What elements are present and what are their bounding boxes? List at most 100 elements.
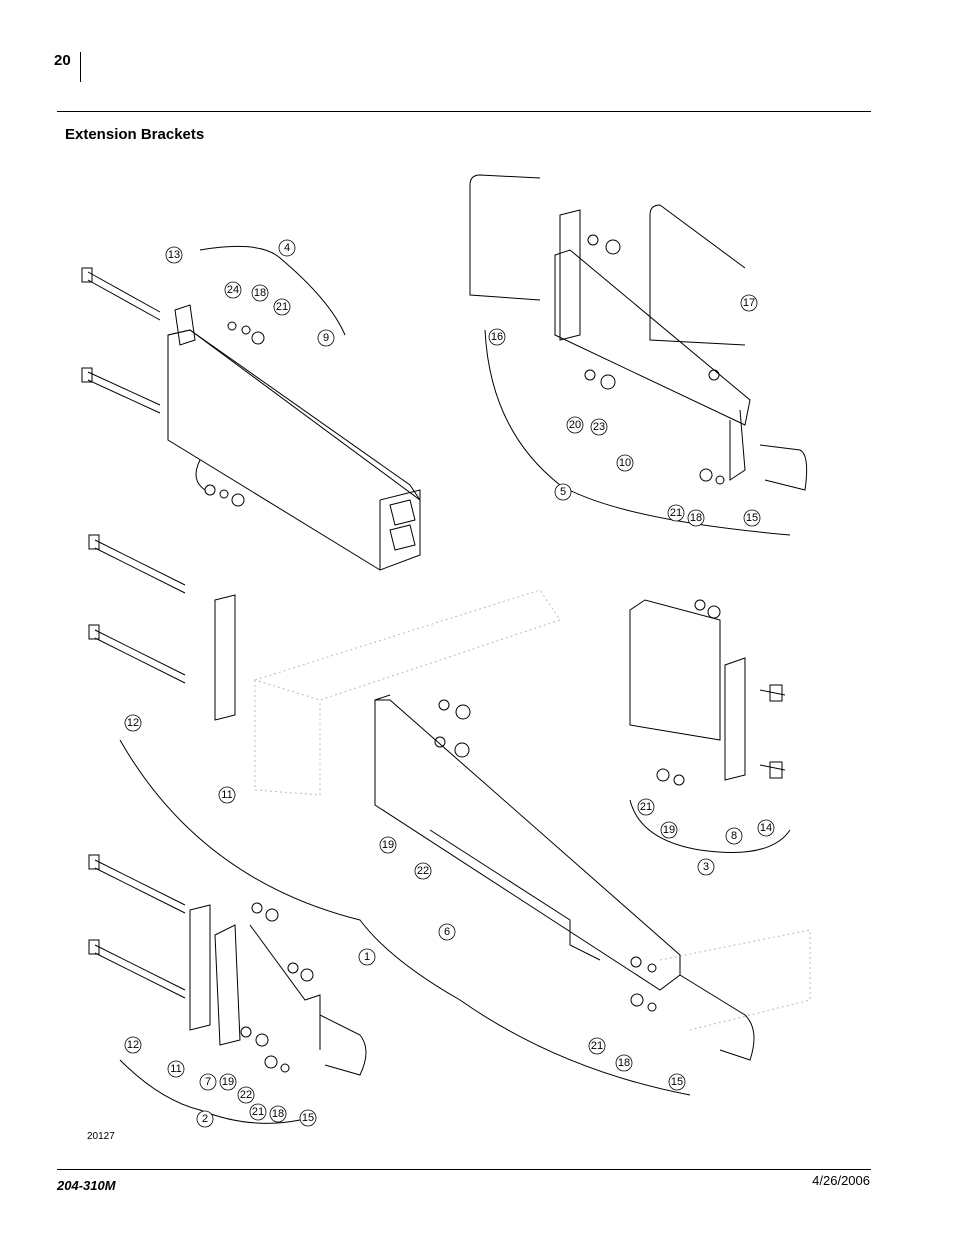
footer-rule xyxy=(57,1169,871,1170)
callout-c8: 17 xyxy=(740,294,758,312)
callout-c9: 20 xyxy=(566,416,584,434)
callout-c20: 6 xyxy=(438,923,456,941)
callout-bubble xyxy=(554,483,572,501)
callout-label: 19 xyxy=(222,1076,234,1088)
callout-bubble xyxy=(237,1086,255,1104)
callout-label: 21 xyxy=(640,801,652,813)
callout-bubble xyxy=(616,454,634,472)
callout-c34: 15 xyxy=(299,1109,317,1127)
callout-c37: 18 xyxy=(615,1054,633,1072)
main-tube-outline xyxy=(253,589,811,1031)
header-rule xyxy=(57,111,871,112)
callout-bubble xyxy=(757,819,775,837)
callout-bubble xyxy=(725,827,743,845)
callout-label: 12 xyxy=(127,717,139,729)
callout-label: 12 xyxy=(127,1039,139,1051)
callout-bubble xyxy=(637,798,655,816)
callout-label: 24 xyxy=(227,284,239,296)
callout-c2: 4 xyxy=(278,239,296,257)
callout-c6: 9 xyxy=(317,329,335,347)
callout-c11: 10 xyxy=(616,454,634,472)
callout-bubble xyxy=(269,1105,287,1123)
callout-bubble xyxy=(414,862,432,880)
callout-label: 19 xyxy=(382,839,394,851)
callout-c30: 19 xyxy=(219,1073,237,1091)
callout-c13: 21 xyxy=(667,504,685,522)
callout-label: 15 xyxy=(746,512,758,524)
callout-label: 10 xyxy=(619,457,631,469)
callout-bubble xyxy=(273,298,291,316)
callout-c15: 15 xyxy=(743,509,761,527)
callout-label: 4 xyxy=(284,242,290,254)
callout-c38: 15 xyxy=(668,1073,686,1091)
callout-c5: 21 xyxy=(273,298,291,316)
callout-bubble xyxy=(687,509,705,527)
callout-label: 7 xyxy=(205,1076,211,1088)
callout-label: 18 xyxy=(618,1057,630,1069)
callout-label: 23 xyxy=(593,421,605,433)
callout-bubble xyxy=(299,1109,317,1127)
callout-c28: 11 xyxy=(167,1060,185,1078)
callout-bubble xyxy=(278,239,296,257)
callout-label: 13 xyxy=(168,249,180,261)
callout-label: 14 xyxy=(760,822,772,834)
callout-c7: 16 xyxy=(488,328,506,346)
document-date: 4/26/2006 xyxy=(812,1173,870,1188)
callout-bubble xyxy=(697,858,715,876)
callout-c18: 19 xyxy=(379,836,397,854)
drawing-number: 20127 xyxy=(87,1131,115,1142)
callout-bubble xyxy=(165,246,183,264)
callout-bubble xyxy=(167,1060,185,1078)
callout-bubble xyxy=(199,1073,217,1091)
callout-bubble xyxy=(379,836,397,854)
callout-bubble xyxy=(588,1037,606,1055)
callout-c26: 1 xyxy=(358,948,376,966)
callout-label: 11 xyxy=(170,1063,181,1075)
callout-label: 11 xyxy=(221,789,232,801)
callout-bubble xyxy=(249,1103,267,1121)
callout-c22: 19 xyxy=(660,821,678,839)
callout-bubble xyxy=(438,923,456,941)
bracket-assembly-4 xyxy=(81,245,421,571)
callout-label: 16 xyxy=(491,331,503,343)
bracket-assembly-2 xyxy=(88,854,367,1124)
callout-bubble xyxy=(218,786,236,804)
callout-bubble xyxy=(668,1073,686,1091)
callout-c36: 21 xyxy=(588,1037,606,1055)
callout-label: 21 xyxy=(670,507,682,519)
callout-bubble xyxy=(196,1110,214,1128)
callout-label: 18 xyxy=(254,287,266,299)
callout-c29: 7 xyxy=(199,1073,217,1091)
callout-bubble xyxy=(488,328,506,346)
callout-bubble xyxy=(590,418,608,436)
callout-label: 5 xyxy=(560,486,566,498)
callout-c23: 8 xyxy=(725,827,743,845)
callout-c4: 18 xyxy=(251,284,269,302)
callout-bubble xyxy=(219,1073,237,1091)
callout-label: 3 xyxy=(703,861,709,873)
callout-c1: 13 xyxy=(165,246,183,264)
callout-label: 21 xyxy=(252,1106,264,1118)
callout-bubble xyxy=(224,281,242,299)
callout-label: 9 xyxy=(323,332,329,344)
callout-c33: 18 xyxy=(269,1105,287,1123)
callout-label: 8 xyxy=(731,830,737,842)
callout-bubble xyxy=(743,509,761,527)
callout-bubble xyxy=(251,284,269,302)
callout-c19: 22 xyxy=(414,862,432,880)
callout-bubble xyxy=(615,1054,633,1072)
header-divider xyxy=(80,52,81,82)
callout-c32: 21 xyxy=(249,1103,267,1121)
callout-label: 19 xyxy=(663,824,675,836)
callout-c3: 24 xyxy=(224,281,242,299)
callout-bubble xyxy=(358,948,376,966)
callout-c21: 21 xyxy=(637,798,655,816)
callout-bubble xyxy=(667,504,685,522)
callout-bubble xyxy=(124,1036,142,1054)
callout-c12: 5 xyxy=(554,483,572,501)
callout-c35: 2 xyxy=(196,1110,214,1128)
document-number: 204-310M xyxy=(57,1178,116,1193)
bracket-assembly-1 xyxy=(88,534,755,1096)
callout-label: 20 xyxy=(569,419,581,431)
